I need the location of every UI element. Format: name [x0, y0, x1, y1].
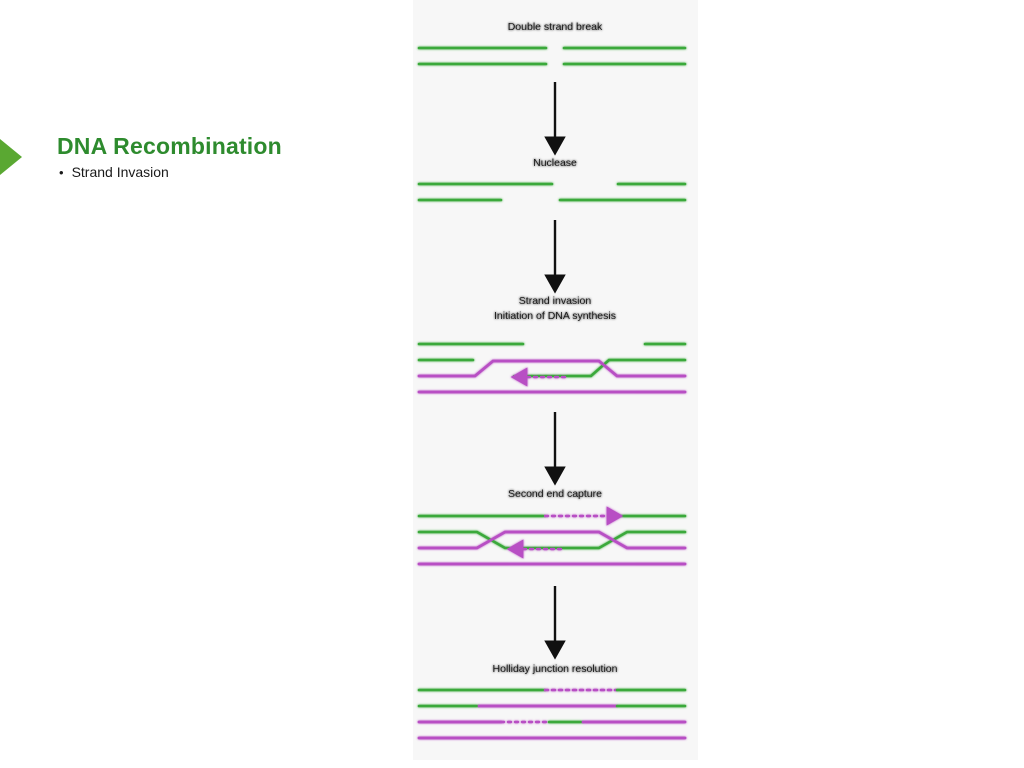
step-label-holliday-resolution: Holliday junction resolution: [493, 663, 618, 675]
bullet-item-label: Strand Invasion: [71, 164, 169, 180]
step-label-second-end-capture: Second end capture: [508, 488, 602, 500]
page-title: DNA Recombination: [57, 133, 282, 159]
step-label-strand-invasion-line2: Initiation of DNA synthesis: [494, 310, 616, 322]
step-label-strand-invasion-line1: Strand invasion: [519, 295, 592, 307]
purple-strands-step4: [417, 530, 687, 566]
dna-strands-step1: [417, 46, 687, 66]
step-nuclease: Nuclease: [417, 157, 687, 202]
bullet-list-item: • Strand Invasion: [59, 164, 169, 180]
step-second-end-capture: Second end capture: [417, 488, 687, 566]
synthesis-arrows-step4: [506, 506, 624, 559]
dna-strands-step5: [417, 688, 687, 740]
dna-strands-step2: [417, 182, 687, 202]
step-double-strand-break: Double strand break: [417, 21, 687, 66]
recombination-diagram: Double strand break Nuclease: [413, 0, 698, 760]
step-label-nuclease: Nuclease: [533, 157, 577, 169]
accent-arrow-icon: [0, 139, 22, 175]
step-strand-invasion: Strand invasion Initiation of DNA synthe…: [417, 295, 687, 394]
step-holliday-junction-resolution: Holliday junction resolution: [417, 663, 687, 740]
accent-arrow-shape: [0, 126, 22, 188]
step-label-double-strand-break: Double strand break: [508, 21, 603, 33]
purple-strands-step3: [417, 359, 687, 394]
green-strands-step3: [417, 342, 687, 378]
bullet-marker-icon: •: [59, 165, 64, 180]
recombination-figure-panel: Double strand break Nuclease: [413, 0, 698, 760]
